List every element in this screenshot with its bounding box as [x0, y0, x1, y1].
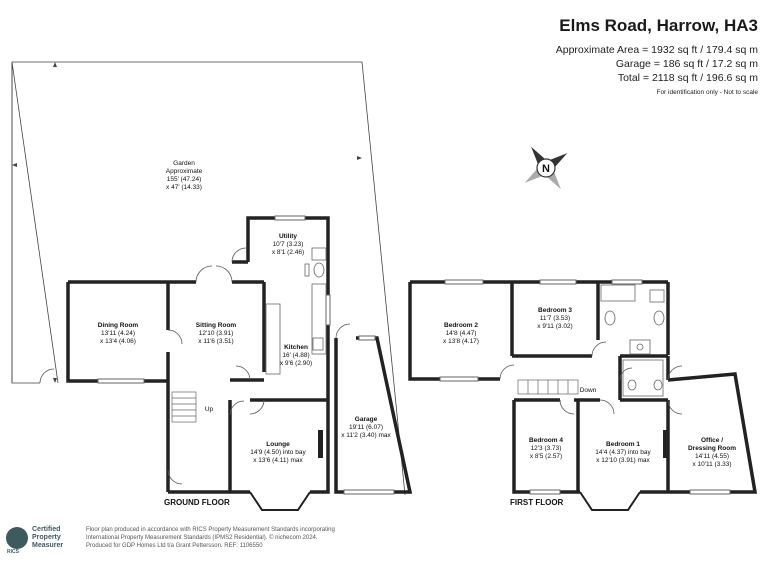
ground-windows	[97, 215, 395, 495]
bed1-dim1: 14'4 (4.37) into bay	[595, 449, 651, 456]
kitchen-dim2: x 9'6 (2.90)	[280, 360, 312, 367]
rics-brand: RICS	[7, 549, 19, 555]
office-dim2: x 10'11 (3.33)	[692, 461, 731, 468]
garage-area: Garage = 186 sq ft / 17.2 sq m	[615, 58, 758, 70]
lounge-dim1: 14'9 (4.50) into bay	[250, 449, 306, 456]
footer-credits: Floor plan produced in accordance with R…	[86, 526, 386, 551]
garden-dim2: x 47' (14.33)	[166, 184, 202, 191]
bed3-dim1: 11'7 (3.53)	[540, 315, 570, 322]
utility-fixtures	[304, 247, 327, 278]
bed2-name: Bedroom 2	[444, 322, 478, 329]
first-doors	[499, 341, 683, 415]
lounge-dim2: x 13'6 (4.11) max	[253, 457, 303, 464]
bed2-dim1: 14'8 (4.47)	[446, 330, 477, 337]
footer-line2: International Property Measurement Stand…	[86, 535, 318, 542]
bed1-fireplace	[663, 430, 668, 458]
bed1-bay	[579, 491, 641, 511]
badge-line1: Certified	[32, 526, 61, 533]
bed3-dim2: x 9'11 (3.02)	[537, 323, 572, 330]
dining-dim2: x 13'4 (4.06)	[100, 338, 136, 345]
compass-label: N	[542, 163, 550, 175]
bed1-dim2: x 12'10 (3.91) max	[596, 457, 650, 464]
footer-line3: Produced for GDP Homes Ltd t/a Grant Pet…	[86, 543, 263, 550]
garden-name: Garden	[173, 160, 195, 167]
kitchen-name: Kitchen	[284, 344, 308, 351]
rics-logo-icon	[6, 527, 28, 549]
lounge-name: Lounge	[266, 441, 290, 448]
office-name2: Dressing Room	[688, 445, 736, 452]
total-area: Total = 2118 sq ft / 196.6 sq m	[617, 72, 758, 84]
garden-arrows	[12, 62, 362, 383]
ground-doors	[39, 247, 351, 485]
ground-stairs	[171, 391, 197, 423]
garden-dim1: 155' (47.24)	[167, 176, 202, 183]
kitchen-dim1: 16' (4.88)	[282, 352, 309, 359]
bed3-name: Bedroom 3	[538, 307, 572, 314]
property-title: Elms Road, Harrow, HA3	[559, 16, 758, 35]
ground-floor-walls	[66, 216, 413, 494]
garage-dim2: x 11'2 (3.40) max	[341, 432, 391, 439]
disclaimer-note: For identification only - Not to scale	[656, 89, 758, 96]
ground-floor-label: GROUND FLOOR	[164, 498, 230, 507]
down-label: Down	[580, 387, 597, 394]
compass-icon: N	[524, 146, 568, 190]
rics-certified: Certified Property Measurer	[32, 526, 82, 550]
bed4-dim1: 12'3 (3.73)	[531, 445, 562, 452]
first-windows	[439, 279, 731, 495]
sitting-name: Sitting Room	[196, 322, 237, 329]
approx-area: Approximate Area = 1932 sq ft / 179.4 sq…	[555, 44, 758, 56]
bed4-name: Bedroom 4	[529, 437, 563, 444]
sitting-dim2: x 11'6 (3.51)	[198, 338, 233, 345]
lounge-fireplace	[318, 430, 323, 458]
bathroom-fixtures	[600, 284, 665, 397]
utility-dim1: 10'7 (3.23)	[273, 241, 304, 248]
footer-line1: Floor plan produced in accordance with R…	[86, 527, 335, 533]
up-label: Up	[205, 406, 214, 413]
badge-line2: Property	[32, 534, 61, 541]
bed2-dim2: x 13'8 (4.17)	[443, 338, 479, 345]
garden-approx: Approximate	[166, 168, 203, 175]
office-dim1: 14'11 (4.55)	[695, 453, 729, 460]
dining-name: Dining Room	[98, 322, 139, 329]
garden-outline	[11, 61, 406, 496]
bed1-name: Bedroom 1	[606, 441, 640, 448]
badge-line3: Measurer	[32, 542, 64, 549]
utility-name: Utility	[279, 233, 297, 240]
kitchen-counters	[265, 283, 327, 375]
dining-dim1: 13'11 (4.24)	[101, 330, 135, 337]
sitting-dim1: 12'10 (3.91)	[199, 330, 234, 337]
office-name: Office /	[701, 437, 723, 444]
lounge-bay	[249, 491, 311, 511]
first-floor-label: FIRST FLOOR	[510, 498, 564, 507]
garage-dim1: 19'11 (6.07)	[349, 424, 383, 431]
first-stairs	[517, 379, 579, 395]
garage-name: Garage	[355, 416, 378, 423]
bed4-dim2: x 8'5 (2.57)	[530, 453, 562, 460]
utility-dim2: x 8'1 (2.46)	[272, 249, 304, 256]
